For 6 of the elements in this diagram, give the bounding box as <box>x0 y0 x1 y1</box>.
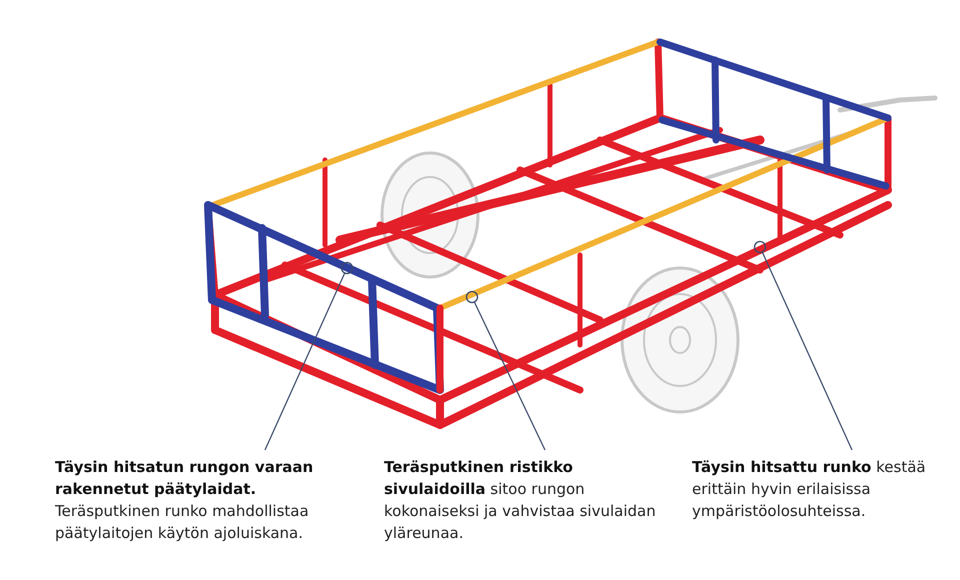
callout-text: Täysin hitsattu runko kestää erittäin hyvin erilaisissa ympäristöolosuhteissa. <box>692 456 960 522</box>
leader-line <box>264 262 354 450</box>
callout-text: Täysin hitsatun rungon varaan rakennetut päätylaidat. Teräsputkinen runko mahdollistaa päätylaitojen käytön ajoluiskana. <box>55 456 345 544</box>
leader-line <box>754 240 853 450</box>
leader-line <box>466 290 546 450</box>
callout-text: Teräsputkinen ristikko sivulaidoilla sitoo rungon kokonaiseksi ja vahvistaa sivulaidan yläreunaa. <box>384 456 674 544</box>
